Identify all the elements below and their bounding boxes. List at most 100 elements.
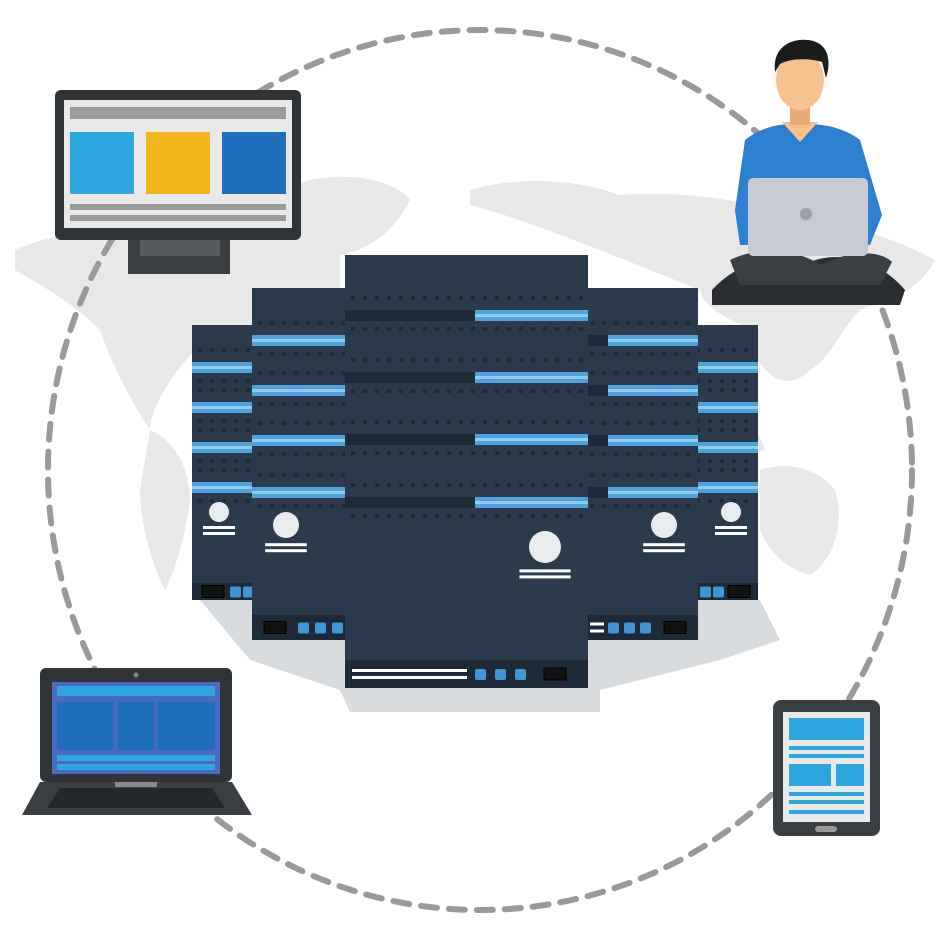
status-led (332, 622, 343, 634)
vent-dot (234, 388, 238, 392)
vent-dot (732, 428, 736, 432)
vent-dot (471, 296, 475, 300)
vent-dot (222, 419, 226, 423)
server-stripe-highlight (192, 406, 252, 409)
vent-dot (246, 428, 250, 432)
vent-dot (720, 379, 724, 383)
vent-dot (246, 459, 250, 463)
vent-dot (435, 483, 439, 487)
vent-dot (294, 421, 298, 425)
vent-dot (483, 420, 487, 424)
vent-dot (459, 296, 463, 300)
vent-dot (650, 504, 654, 508)
vent-dot (246, 388, 250, 392)
vent-dot (342, 452, 346, 456)
vent-dot (387, 420, 391, 424)
vent-dot (375, 327, 379, 331)
vent-dot (626, 371, 630, 375)
vent-dot (531, 451, 535, 455)
vent-dot (375, 420, 379, 424)
vent-dot (495, 389, 499, 393)
vent-dot (318, 421, 322, 425)
vent-dot (662, 321, 666, 325)
vent-dot (567, 514, 571, 518)
vent-dot (495, 514, 499, 518)
vent-dot (351, 483, 355, 487)
vent-dot (459, 358, 463, 362)
vent-dot (435, 514, 439, 518)
vent-dot (638, 452, 642, 456)
vent-dot (590, 473, 594, 477)
vent-dot (686, 452, 690, 456)
vent-dot (674, 321, 678, 325)
vent-dot (662, 371, 666, 375)
vent-dot (411, 296, 415, 300)
vent-dot (602, 402, 606, 406)
vent-dot (720, 388, 724, 392)
vent-dot (732, 348, 736, 352)
vent-dot (222, 428, 226, 432)
server-stripe-highlight (608, 389, 698, 392)
vent-dot (732, 419, 736, 423)
vent-dot (626, 402, 630, 406)
vent-dot (330, 473, 334, 477)
label-line (519, 575, 571, 579)
vent-dot (483, 514, 487, 518)
power-indicator (529, 531, 561, 563)
vent-dot (614, 352, 618, 356)
vent-dot (198, 459, 202, 463)
vent-dot (210, 419, 214, 423)
vent-dot (638, 421, 642, 425)
vent-dot (342, 371, 346, 375)
vent-dot (306, 421, 310, 425)
vent-dot (590, 371, 594, 375)
vent-dot (744, 388, 748, 392)
vent-dot (507, 358, 511, 362)
vent-dot (602, 352, 606, 356)
status-led (608, 622, 619, 634)
vent-dot (495, 327, 499, 331)
vent-dot (198, 428, 202, 432)
vent-dot (732, 499, 736, 503)
vent-dot (579, 389, 583, 393)
vent-dot (423, 514, 427, 518)
vent-dot (363, 451, 367, 455)
vent-dot (555, 420, 559, 424)
status-led (624, 622, 635, 634)
vent-dot (459, 389, 463, 393)
server-stripe-highlight (475, 438, 588, 441)
vent-dot (363, 327, 367, 331)
vent-dot (399, 389, 403, 393)
vent-dot (555, 358, 559, 362)
vent-dot (626, 452, 630, 456)
vent-dot (270, 504, 274, 508)
vent-dot (650, 452, 654, 456)
vent-dot (270, 371, 274, 375)
server-slot (588, 385, 608, 396)
vent-dot (483, 296, 487, 300)
vent-dot (555, 296, 559, 300)
vent-dot (614, 473, 618, 477)
server-stripe-highlight (608, 491, 698, 494)
vent-dot (732, 468, 736, 472)
vent-dot (198, 499, 202, 503)
vent-dot (399, 420, 403, 424)
vent-dot (306, 371, 310, 375)
vent-dot (234, 499, 238, 503)
vent-dot (720, 348, 724, 352)
vent-dot (495, 483, 499, 487)
vent-dot (626, 352, 630, 356)
vent-dot (662, 421, 666, 425)
vent-dot (471, 389, 475, 393)
vent-dot (686, 421, 690, 425)
vent-dot (351, 420, 355, 424)
vent-dot (387, 296, 391, 300)
vent-dot (543, 451, 547, 455)
vent-dot (507, 483, 511, 487)
vent-dot (567, 451, 571, 455)
server-slot (588, 487, 608, 498)
vent-dot (270, 421, 274, 425)
server-stripe-highlight (192, 486, 252, 489)
vent-dot (363, 389, 367, 393)
vent-dot (495, 420, 499, 424)
